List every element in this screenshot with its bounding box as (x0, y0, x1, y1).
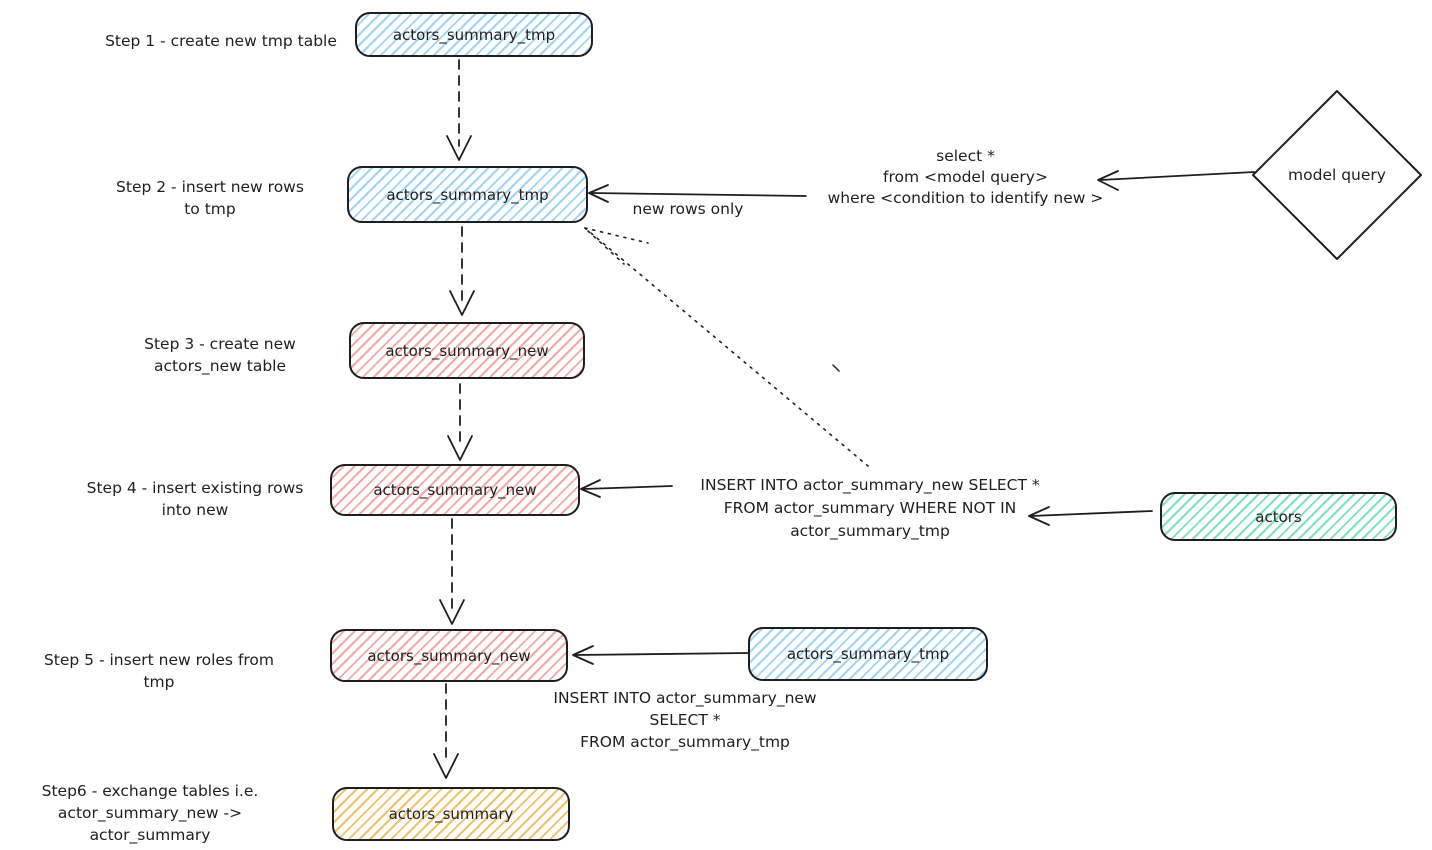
node-label: actors_summary_tmp (786, 645, 950, 663)
node-label: actors_summary_new (385, 341, 549, 360)
insert-not-in-annotation: INSERT INTO actor_summary_new SELECT * F… (700, 476, 1040, 540)
arrow-insert-to-step4 (580, 479, 673, 498)
node-step2-actors-summary-tmp: actors_summary_tmp (347, 166, 588, 223)
node-step5-source-actors-summary-tmp: actors_summary_tmp (748, 627, 988, 681)
step3-label: Step 3 - create new actors_new table (144, 335, 296, 375)
step2-label: Step 2 - insert new rows to tmp (116, 178, 304, 218)
flow-arrowhead-1 (446, 135, 472, 161)
model-query-label: model query (1288, 166, 1386, 184)
node-label: actors (1255, 507, 1302, 526)
node-step1-actors-summary-tmp: actors_summary_tmp (355, 12, 593, 57)
node-label: actors_summary (388, 805, 514, 823)
step6-label: Step6 - exchange tables i.e. actor_summa… (41, 782, 259, 844)
node-label: actors_summary_tmp (386, 185, 549, 204)
step1-label: Step 1 - create new tmp table (105, 32, 337, 50)
flow-arrowhead-3 (447, 435, 473, 461)
flow-arrowhead-4 (439, 599, 465, 625)
node-label: actors_summary_new (373, 481, 537, 499)
arrow-modelquery-to-select (1097, 170, 1255, 191)
tick-mark (832, 364, 840, 372)
step4-label: Step 4 - insert existing rows into new (86, 479, 304, 519)
arrow-actors-to-insert (1028, 506, 1153, 526)
new-rows-only-annotation: new rows only (632, 200, 744, 218)
model-query-diamond (1252, 90, 1422, 260)
flow-arrowhead-2 (449, 290, 475, 316)
node-actors: actors (1160, 492, 1397, 541)
arrow-newrows-to-step2 (588, 184, 807, 203)
node-label: actors_summary_new (367, 646, 531, 665)
insert-from-tmp-annotation: INSERT INTO actor_summary_new SELECT * F… (553, 689, 817, 751)
node-step5-actors-summary-new: actors_summary_new (330, 629, 568, 682)
node-step6-actors-summary: actors_summary (332, 787, 570, 841)
node-label: actors_summary_tmp (392, 25, 556, 44)
flow-arrowhead-5 (433, 753, 459, 779)
select-query-annotation: select * from <model query> where <condi… (827, 147, 1104, 207)
node-step4-actors-summary-new: actors_summary_new (330, 464, 580, 516)
node-step3-actors-summary-new: actors_summary_new (349, 322, 585, 379)
dotted-arrow-step2-insert (584, 227, 869, 467)
step5-label: Step 5 - insert new roles from tmp (43, 651, 275, 691)
arrow-tmp-to-step5 (572, 645, 750, 665)
